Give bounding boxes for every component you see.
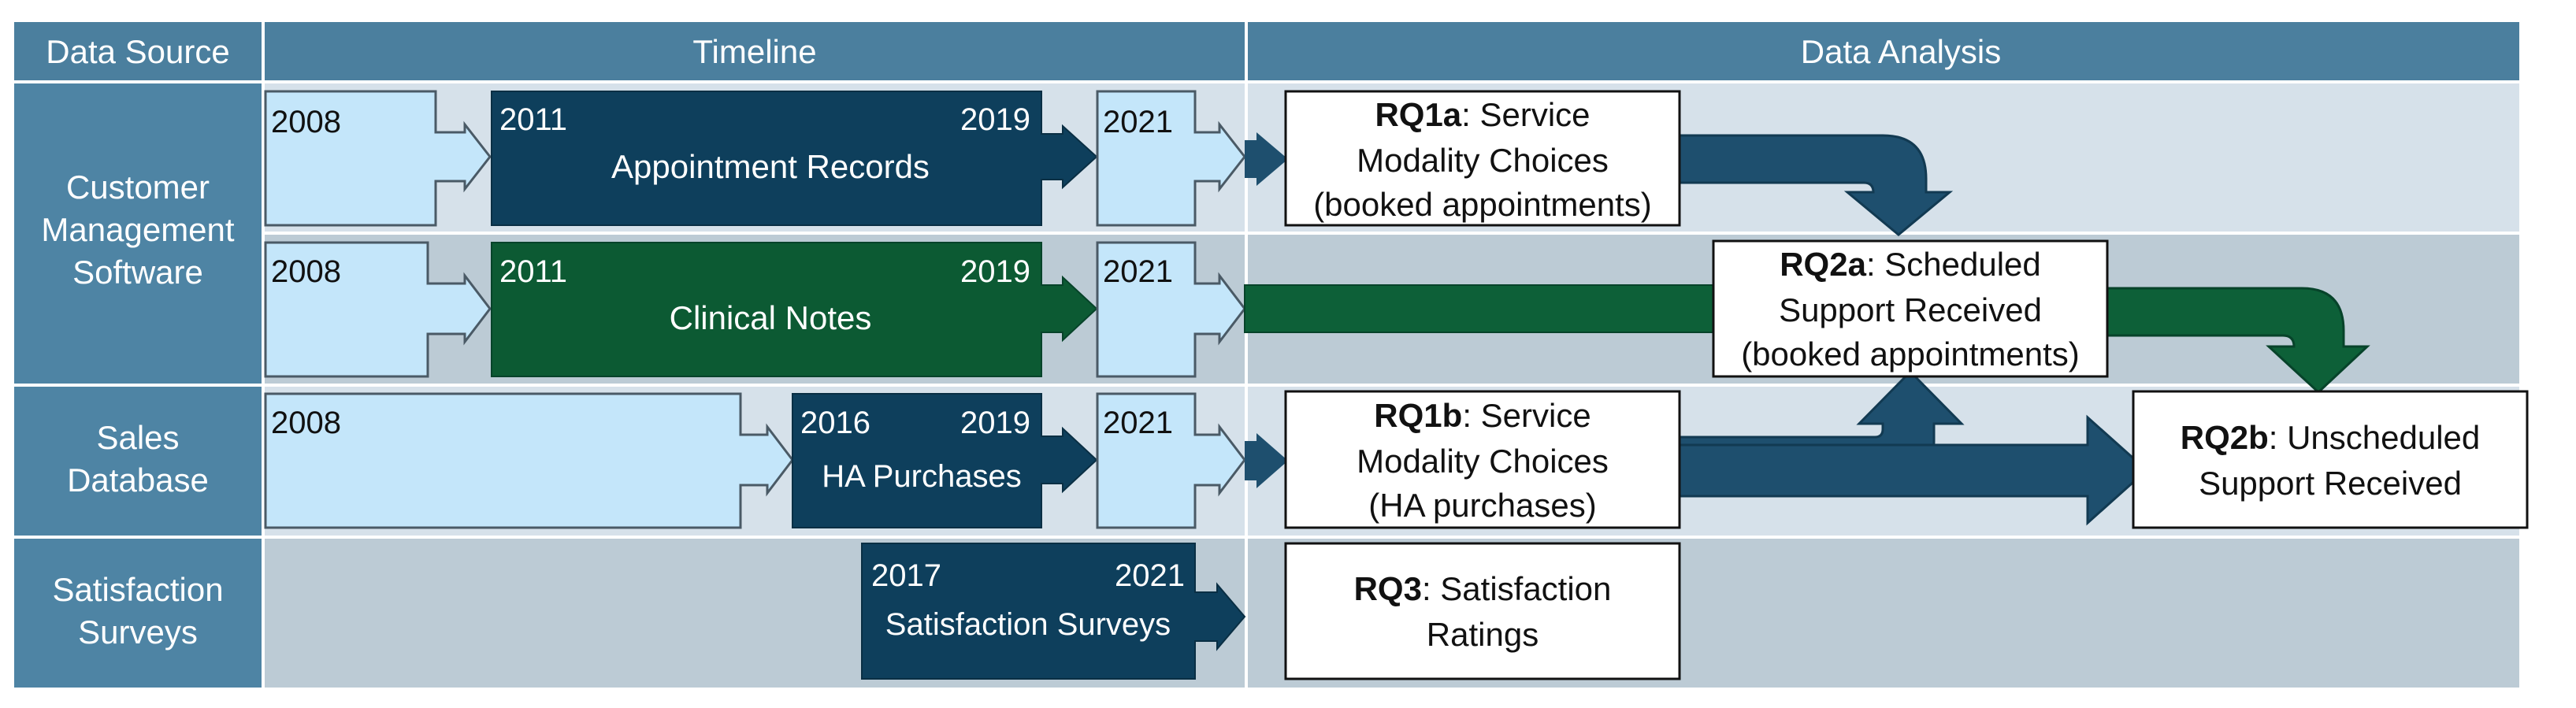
svg-text:Surveys: Surveys <box>78 613 198 651</box>
year-data-start-appointments: 2011 <box>499 102 567 137</box>
grid-lines <box>14 22 2519 689</box>
year-data-start-surveys: 2017 <box>871 558 941 593</box>
year-data-end-surveys: 2021 <box>1115 558 1185 593</box>
svg-text:Customer: Customer <box>66 169 210 206</box>
rq2b-box: RQ2b: Unscheduled Support Received <box>2132 390 2529 529</box>
row-label-sales-bg <box>14 386 262 536</box>
year-end-purchases: 2021 <box>1103 406 1173 440</box>
svg-text:RQ2b: Unscheduled: RQ2b: Unscheduled <box>2181 419 2481 456</box>
data-period-arrow-clinical <box>491 242 1098 377</box>
svg-text:(booked appointments): (booked appointments) <box>1313 186 1652 223</box>
year-data-end-appointments: 2019 <box>960 102 1030 137</box>
timeline-appointment-records: 2008 2011 2019 Appointment Records 2021 <box>264 90 1246 227</box>
row-label-surveys-bg <box>14 538 262 688</box>
arrow-clinical-to-rq2a <box>1244 284 1718 333</box>
header-bar <box>14 22 2519 81</box>
svg-text:(HA purchases): (HA purchases) <box>1368 487 1596 524</box>
year-data-end-clinical: 2019 <box>960 254 1030 289</box>
year-start-appointments: 2008 <box>271 105 341 139</box>
svg-text:RQ1b: Service: RQ1b: Service <box>1374 397 1591 434</box>
rq1a-box: RQ1a: Service Modality Choices (booked a… <box>1284 90 1681 227</box>
svg-text:RQ3: Satisfaction: RQ3: Satisfaction <box>1354 570 1612 607</box>
svg-text:Sales: Sales <box>96 419 179 456</box>
timeline-clinical-notes: 2008 2011 2019 Clinical Notes 2021 <box>264 241 1246 378</box>
arrow-rq1b-to-rq2b <box>1678 414 2149 526</box>
svg-text:RQ2a: Scheduled: RQ2a: Scheduled <box>1780 246 2041 283</box>
row-label-cms-bg <box>14 83 262 384</box>
row-label-cms: Customer Management Software <box>41 169 234 291</box>
arrow-rq1a-to-rq2a <box>1678 134 1954 236</box>
year-data-end-purchases: 2019 <box>960 406 1030 440</box>
svg-text:Software: Software <box>72 254 203 291</box>
svg-text:Support Received: Support Received <box>1779 291 2042 328</box>
year-data-start-clinical: 2011 <box>499 254 567 289</box>
post-period-box-appointments <box>1096 90 1246 227</box>
svg-text:RQ1a: Service: RQ1a: Service <box>1375 96 1590 133</box>
svg-text:Management: Management <box>41 211 234 248</box>
svg-text:Support Received: Support Received <box>2199 465 2462 502</box>
header-data-source: Data Source <box>46 33 229 70</box>
svg-text:Ratings: Ratings <box>1427 616 1539 653</box>
label-surveys: Satisfaction Surveys <box>885 607 1171 642</box>
header-timeline: Timeline <box>692 33 816 70</box>
year-start-clinical: 2008 <box>271 254 341 289</box>
arrow-appointments-to-rq1a <box>1245 132 1288 186</box>
row-label-sales: Sales Database <box>67 419 209 499</box>
year-end-clinical: 2021 <box>1103 254 1173 289</box>
label-clinical: Clinical Notes <box>670 299 872 336</box>
post-period-box-purchases <box>1096 392 1246 529</box>
svg-text:(booked appointments): (booked appointments) <box>1741 335 2080 373</box>
rq1b-box: RQ1b: Service Modality Choices (HA purch… <box>1284 390 1681 529</box>
rq3-box: RQ3: Satisfaction Ratings <box>1284 542 1681 680</box>
label-appointments: Appointment Records <box>611 148 930 185</box>
pre-period-box-appointments <box>264 90 492 227</box>
svg-text:Satisfaction: Satisfaction <box>52 571 223 608</box>
post-period-box-clinical <box>1096 241 1246 378</box>
data-period-arrow-surveys <box>861 543 1246 680</box>
svg-text:Database: Database <box>67 461 209 499</box>
timeline-ha-purchases: 2008 2016 2019 HA Purchases 2021 <box>264 392 1246 529</box>
year-data-start-purchases: 2016 <box>800 406 870 440</box>
header-data-analysis: Data Analysis <box>1801 33 2001 70</box>
arrow-purchases-to-rq1b <box>1245 433 1288 488</box>
pre-period-box-clinical <box>264 241 492 378</box>
pre-period-box-purchases <box>264 392 794 529</box>
svg-text:Modality Choices: Modality Choices <box>1357 142 1609 179</box>
year-start-purchases: 2008 <box>271 406 341 440</box>
svg-text:Modality Choices: Modality Choices <box>1357 443 1609 480</box>
label-purchases: HA Purchases <box>822 459 1021 494</box>
timeline-satisfaction-surveys: 2017 2021 Satisfaction Surveys <box>861 543 1246 680</box>
row-label-surveys: Satisfaction Surveys <box>52 571 223 651</box>
arrow-rq2a-to-rq2b <box>2102 287 2370 395</box>
data-period-arrow-purchases <box>792 393 1098 528</box>
year-end-appointments: 2021 <box>1103 105 1173 139</box>
data-period-arrow-appointments <box>491 91 1098 226</box>
rq2a-box: RQ2a: Scheduled Support Received (booked… <box>1712 239 2109 378</box>
